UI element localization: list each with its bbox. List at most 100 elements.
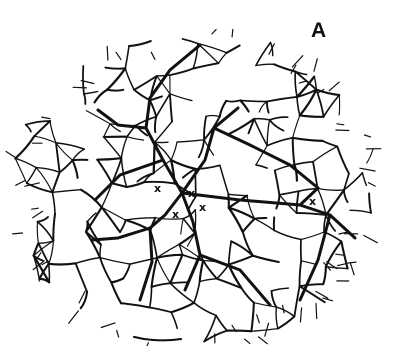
minor-vein (125, 46, 129, 68)
minor-vein (229, 241, 232, 264)
minor-vein (100, 258, 130, 265)
minor-vein (171, 142, 177, 160)
minor-vein (150, 287, 152, 308)
free-veinlet (316, 304, 317, 319)
major-vein (214, 128, 318, 188)
minor-vein (270, 117, 288, 120)
free-veinlet (337, 124, 344, 125)
major-vein (150, 45, 200, 98)
minor-vein (256, 64, 274, 65)
free-veinlet (42, 117, 50, 119)
minor-vein (227, 46, 240, 53)
free-veinlet (368, 183, 375, 187)
minor-vein (104, 137, 122, 158)
minor-vein (240, 100, 267, 101)
minor-vein (203, 261, 217, 279)
minor-vein (86, 232, 100, 258)
minor-vein (73, 149, 85, 160)
minor-vein (240, 100, 248, 111)
minor-vein (254, 119, 269, 120)
minor-vein (52, 192, 55, 214)
minor-vein (100, 258, 111, 283)
x-mark: x (199, 201, 206, 214)
minor-vein (107, 90, 123, 91)
minor-vein (112, 183, 127, 187)
minor-vein (127, 182, 145, 187)
minor-vein (279, 191, 298, 195)
minor-vein (102, 207, 120, 232)
minor-vein (267, 102, 269, 113)
minor-vein (170, 69, 193, 76)
minor-vein (120, 220, 126, 232)
minor-vein (293, 138, 295, 165)
minor-vein (126, 220, 151, 230)
minor-vein (179, 233, 195, 244)
minor-vein (274, 230, 301, 239)
free-veinlet (365, 135, 371, 137)
free-veinlet (107, 47, 108, 61)
minor-vein (229, 256, 253, 265)
minor-vein (157, 75, 170, 76)
minor-vein (170, 282, 188, 283)
free-veinlet (73, 87, 86, 88)
minor-vein (200, 261, 203, 282)
minor-vein (53, 214, 55, 241)
minor-vein (97, 158, 121, 160)
minor-vein (170, 255, 182, 283)
free-veinlet (338, 264, 345, 266)
minor-vein (313, 146, 337, 161)
minor-vein (76, 263, 88, 292)
minor-vein (84, 91, 98, 93)
minor-vein (150, 100, 156, 116)
minor-vein (274, 64, 295, 71)
minor-vein (362, 173, 366, 186)
free-veinlet (212, 30, 216, 34)
minor-vein (326, 190, 344, 215)
minor-vein (170, 94, 192, 101)
minor-vein (219, 53, 227, 63)
minor-vein (255, 218, 267, 219)
free-veinlet (336, 130, 349, 131)
minor-vein (255, 219, 274, 231)
free-veinlet (257, 315, 260, 323)
panel-label: A (311, 20, 326, 41)
minor-vein (123, 264, 130, 278)
minor-vein (126, 218, 156, 220)
free-veinlet (16, 181, 25, 186)
x-mark: x (154, 182, 161, 195)
free-veinlet (259, 337, 268, 344)
minor-vein (171, 303, 194, 312)
minor-vein (256, 43, 271, 66)
x-mark: x (309, 195, 316, 208)
minor-vein (27, 168, 37, 184)
free-veinlet (32, 208, 39, 209)
minor-vein (324, 95, 340, 117)
minor-vein (316, 90, 323, 117)
minor-vein (267, 138, 293, 146)
minor-vein (152, 339, 181, 340)
minor-vein (294, 162, 313, 165)
minor-vein (107, 68, 125, 90)
minor-vein (125, 68, 134, 90)
minor-vein (105, 68, 125, 69)
minor-vein (38, 217, 49, 222)
minor-vein (52, 172, 59, 192)
free-veinlet (101, 323, 115, 328)
minor-vein (49, 263, 76, 264)
free-veinlet (117, 330, 119, 337)
minor-vein (104, 124, 110, 137)
minor-vein (228, 134, 245, 142)
free-veinlet (151, 52, 155, 59)
minor-vein (193, 63, 218, 68)
minor-vein (253, 256, 279, 262)
minor-vein (294, 165, 297, 181)
minor-vein (50, 121, 56, 143)
minor-vein (216, 315, 227, 330)
minor-vein (300, 115, 324, 116)
minor-vein (97, 160, 112, 184)
minor-vein (157, 258, 170, 283)
major-vein (140, 228, 152, 300)
minor-vein (134, 337, 152, 340)
free-veinlet (350, 263, 354, 275)
